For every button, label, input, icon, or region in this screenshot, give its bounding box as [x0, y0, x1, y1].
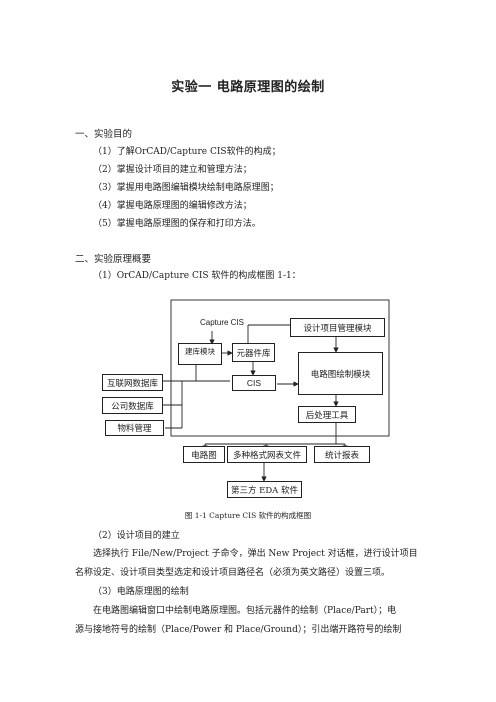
project-mgmt-box: 设计项目管理模块 [290, 318, 385, 337]
objective-item: （5）掌握电路原理图的保存和打印方法。 [93, 219, 261, 229]
cis-box: CIS [232, 375, 276, 391]
material-mgmt-box: 物料管理 [105, 420, 164, 436]
page-title: 实验一 电路原理图的绘制 [171, 80, 325, 95]
post-tools-box: 后处理工具 [298, 406, 356, 423]
para2-heading: （2）设计项目的建立 [93, 531, 180, 541]
figure-caption: 图 1-1 Capture CIS 软件的构成框图 [184, 511, 312, 520]
section1-heading: 一、实验目的 [75, 129, 133, 140]
para3-line: 源与接地符号的绘制（Place/Power 和 Place/Ground）；引出… [75, 625, 402, 635]
component-lib-box: 元器件库 [232, 343, 275, 362]
section2-heading: 二、实验原理概要 [75, 254, 152, 265]
internet-db-box: 互联网数据库 [102, 374, 163, 391]
objective-item: （4）掌握电路原理图的编辑修改方法； [93, 201, 252, 211]
para2-line: 名称设定、设计项目类型选定和设计项目路径名（必须为英文路径）设置三项。 [75, 568, 391, 578]
company-db-box: 公司数据库 [102, 397, 163, 414]
netlist-box: 多种格式网表文件 [227, 446, 307, 463]
para3-heading: （3）电路原理图的绘制 [93, 587, 189, 597]
para2-line: 选择执行 File/New/Project 子命令，弹出 New Project… [93, 549, 418, 559]
lib-build-box: 建库模块 [178, 343, 222, 365]
objective-item: （3）掌握用电路图编辑模块绘制电路原理图； [93, 183, 279, 193]
objective-item: （1）了解OrCAD/Capture CIS软件的构成； [93, 147, 281, 157]
para3-line: 在电路图编辑窗口中绘制电路原理图。包括元器件的绘制（Place/Part）；电 [93, 606, 397, 616]
third-party-box: 第三方 EDA 软件 [227, 481, 302, 498]
schematic-box: 电路图 [183, 446, 225, 463]
capture-cis-label: Capture CIS [200, 318, 245, 327]
report-box: 统计报表 [314, 446, 370, 463]
objective-item: （2）掌握设计项目的建立和管理方法； [93, 165, 252, 175]
schematic-editor-box: 电路图绘制模块 [298, 352, 383, 395]
diagram-intro: （1）OrCAD/Capture CIS 软件的构成框图 1-1： [93, 271, 301, 281]
